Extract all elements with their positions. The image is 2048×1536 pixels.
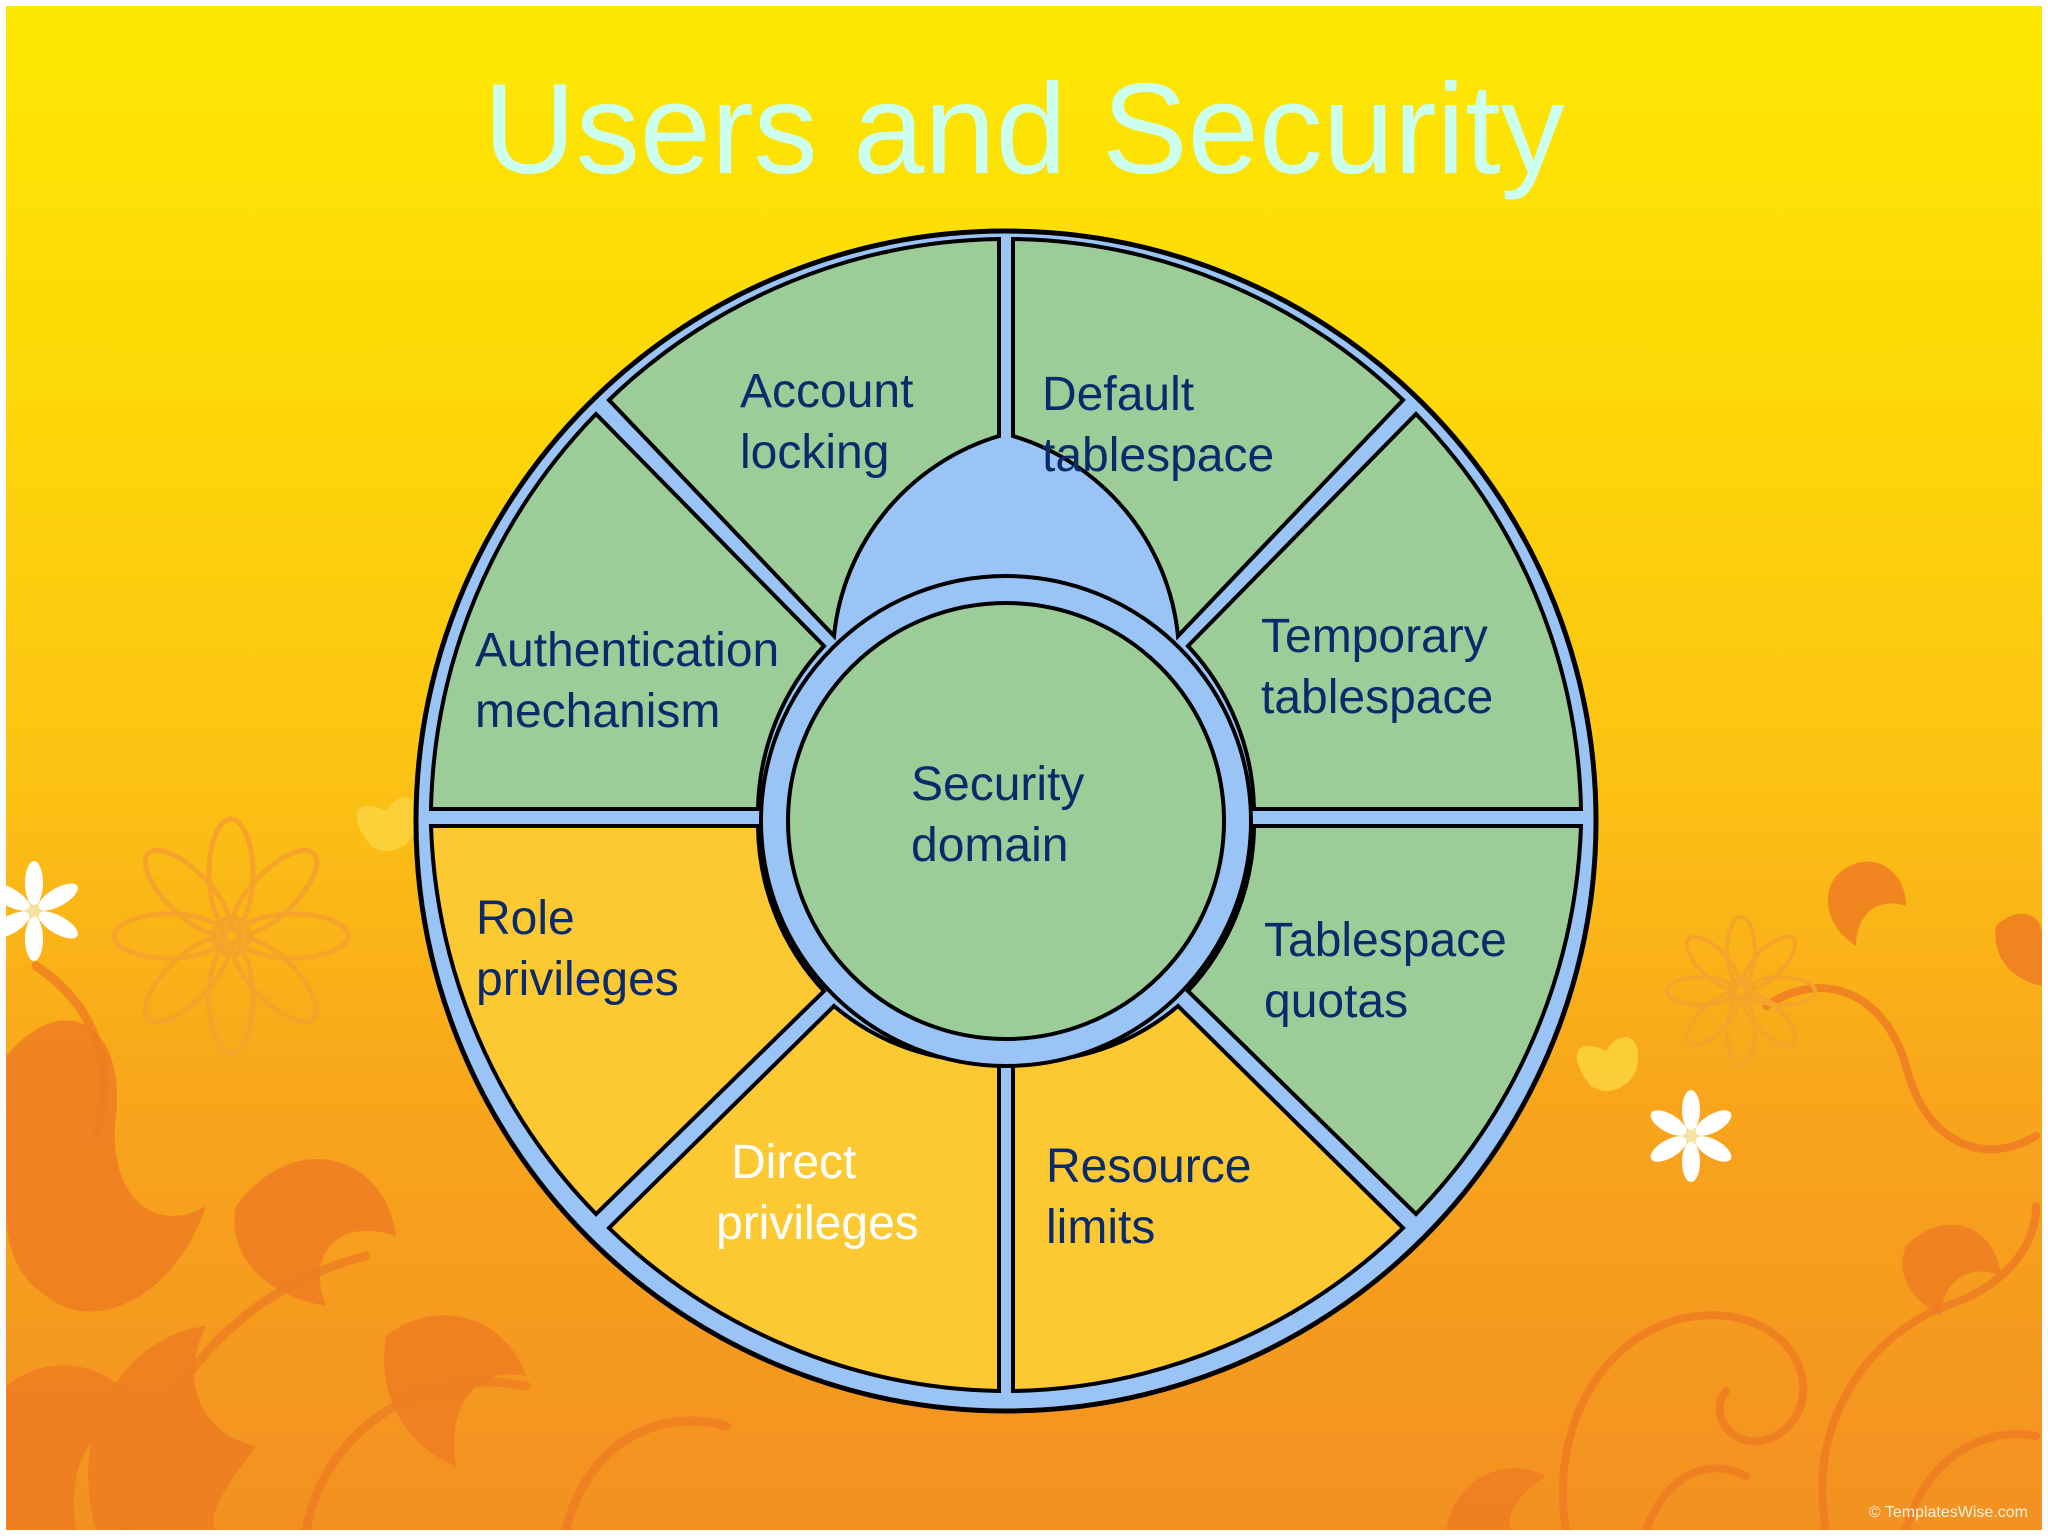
label-default-tablespace: Default tablespace	[1042, 368, 1275, 482]
label-account-locking: Account locking	[740, 365, 914, 479]
label-resource-limits: Resource limits	[1046, 1140, 1252, 1254]
security-domain-wheel	[413, 228, 1599, 1414]
segment-authentication-mechanism	[428, 411, 827, 811]
segment-temporary-tablespace	[1185, 411, 1584, 811]
label-direct-privileges: Direct privileges	[716, 1136, 919, 1250]
segment-tablespace-quotas	[1185, 824, 1584, 1217]
slide: Users and Security Account locking Defau…	[6, 6, 2042, 1530]
segment-account-locking	[606, 236, 1001, 641]
label-role-privileges: Role privileges	[476, 892, 679, 1006]
label-temporary-tablespace: Temporary tablespace	[1261, 610, 1494, 724]
watermark: © TemplatesWise.com	[1868, 1504, 2028, 1521]
center-circle	[786, 601, 1226, 1041]
segment-role-privileges	[428, 824, 827, 1217]
label-security-domain: Security domain	[911, 758, 1085, 872]
slide-title: Users and Security	[483, 58, 1565, 201]
label-authentication-mechanism: Authentication mechanism	[475, 624, 780, 738]
label-tablespace-quotas: Tablespace quotas	[1264, 914, 1507, 1028]
segment-default-tablespace	[1011, 236, 1406, 641]
floral-background	[6, 797, 2042, 1530]
